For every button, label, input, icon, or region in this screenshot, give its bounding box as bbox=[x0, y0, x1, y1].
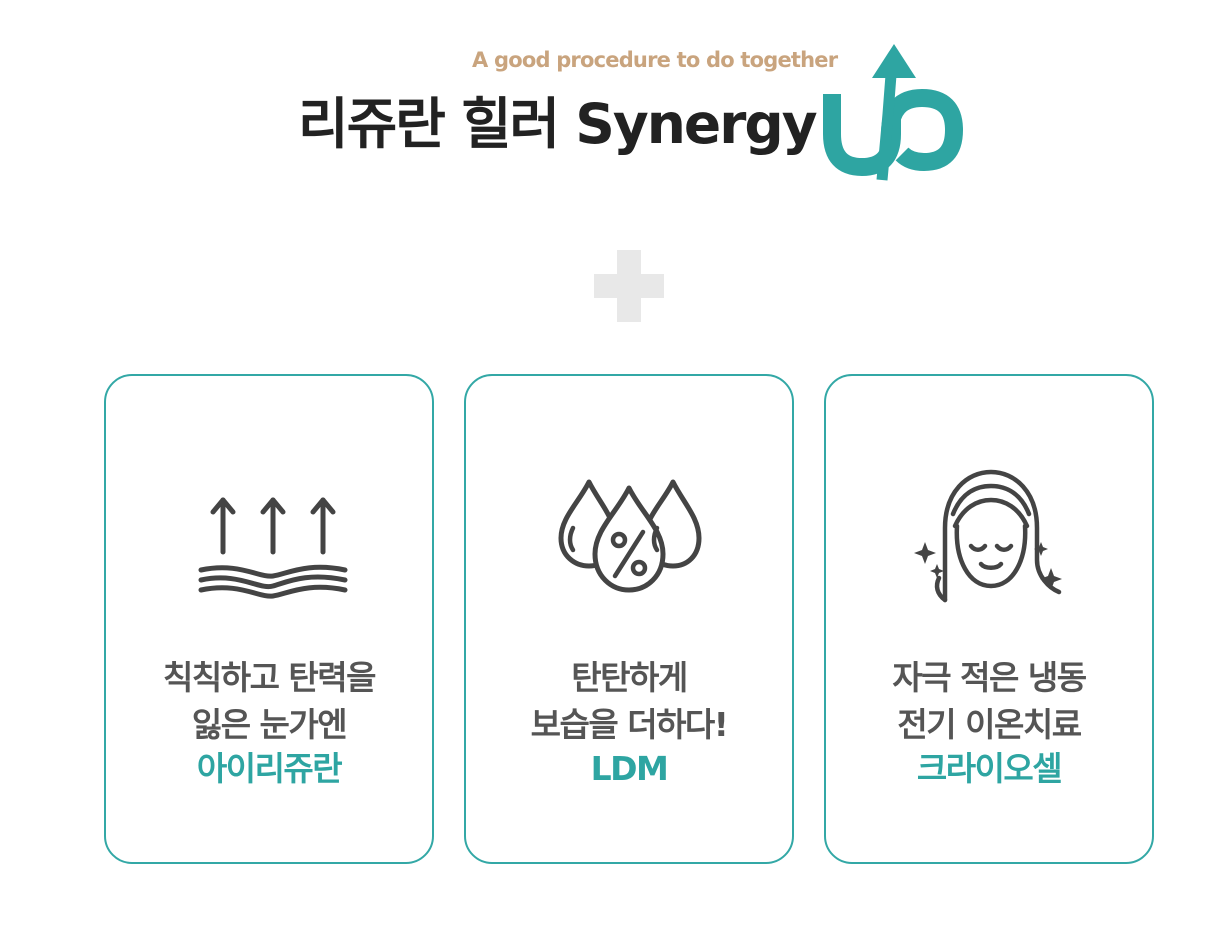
card-line: 전기 이온치료 bbox=[897, 705, 1082, 744]
card-product-name: 크라이오셀 bbox=[916, 749, 1063, 788]
treatment-cards: 칙칙하고 탄력을 잃은 눈가엔 아이리쥬란 탄탄하 bbox=[104, 374, 1154, 864]
moisture-drops-percent-icon bbox=[558, 479, 702, 593]
card-ldm: 탄탄하게 보습을 더하다! LDM bbox=[464, 374, 794, 864]
card-eye-rejuran: 칙칙하고 탄력을 잃은 눈가엔 아이리쥬란 bbox=[104, 374, 434, 864]
card-product-name: LDM bbox=[590, 749, 669, 788]
card-line: 보습을 더하다! bbox=[530, 705, 729, 744]
card-cryocell: 자극 적은 냉동 전기 이온치료 크라이오셀 bbox=[824, 374, 1154, 864]
lifting-arrows-skin-icon bbox=[198, 497, 348, 599]
page-title: 리쥬란 힐러 Synergy bbox=[298, 92, 818, 156]
glowing-face-headband-icon bbox=[914, 469, 1062, 603]
card-line: 칙칙하고 탄력을 bbox=[162, 658, 377, 697]
card-line: 잃은 눈가엔 bbox=[191, 705, 348, 744]
card-product-name: 아이리쥬란 bbox=[196, 749, 343, 788]
card-text: 자극 적은 냉동 전기 이온치료 크라이오셀 bbox=[826, 654, 1152, 790]
up-logo bbox=[823, 44, 964, 181]
plus-icon bbox=[594, 250, 664, 322]
card-line: 자극 적은 냉동 bbox=[892, 658, 1087, 697]
card-line: 탄탄하게 bbox=[571, 658, 688, 697]
card-text: 탄탄하게 보습을 더하다! LDM bbox=[466, 654, 792, 790]
page-header: A good procedure to do together 리쥬란 힐러 S… bbox=[0, 0, 1226, 200]
header-subtitle: A good procedure to do together bbox=[472, 48, 838, 72]
card-text: 칙칙하고 탄력을 잃은 눈가엔 아이리쥬란 bbox=[106, 654, 432, 790]
